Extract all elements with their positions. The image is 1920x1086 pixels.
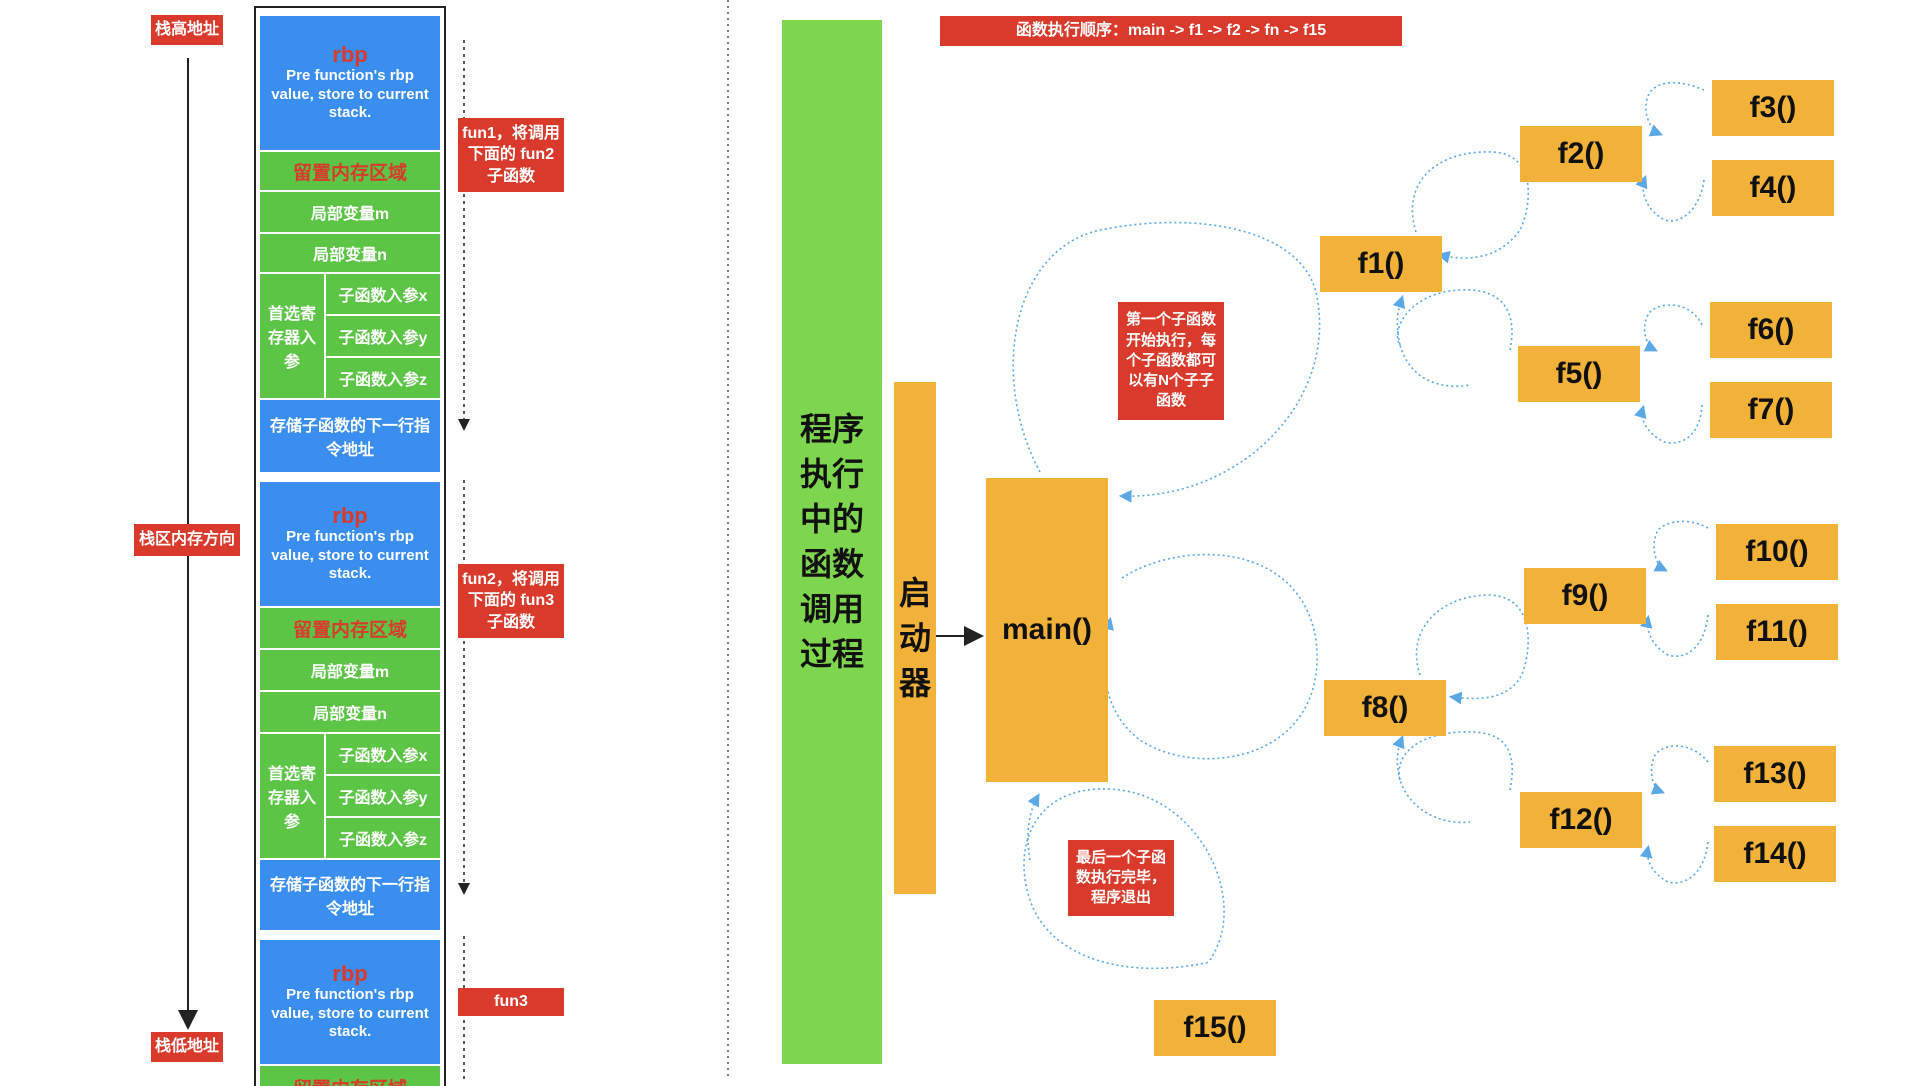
frame2-param-x: 子函数入参x — [326, 734, 440, 776]
f12-f13-loop — [1650, 745, 1709, 795]
function-f1: f1() — [1320, 236, 1442, 292]
frame2-local-var-n: 局部变量n — [260, 692, 440, 734]
stack-high-address-label: 栈高地址 — [151, 15, 223, 45]
frame2-register-params-label: 首选寄存器入参 — [260, 734, 326, 860]
function-f4: f4() — [1712, 160, 1834, 216]
frame1-param-z: 子函数入参z — [326, 358, 440, 400]
f15-return-arrow — [1027, 793, 1040, 861]
f12-f14-loop — [1639, 841, 1709, 884]
function-f5: f5() — [1518, 346, 1640, 402]
function-f12: f12() — [1520, 792, 1642, 848]
f5-f6-loop — [1643, 304, 1703, 352]
f5-f7-loop — [1634, 404, 1703, 444]
function-f3: f3() — [1712, 80, 1834, 136]
frame1-register-params-label: 首选寄存器入参 — [260, 274, 326, 400]
note-fun2: fun2，将调用下面的 fun3 子函数 — [458, 564, 564, 638]
stack-memory-column: rbp Pre function's rbp value, store to c… — [254, 6, 446, 1086]
f9-f11-loop — [1639, 614, 1709, 657]
function-f2: f2() — [1520, 126, 1642, 182]
frame2-rbp-title: rbp — [332, 502, 368, 528]
stack-direction-label: 栈区内存方向 — [134, 524, 240, 556]
function-f6: f6() — [1710, 302, 1832, 358]
frame1-rbp-block: rbp Pre function's rbp value, store to c… — [260, 16, 440, 152]
frame3-rbp-description: Pre function's rbp value, store to curre… — [271, 985, 429, 1041]
note-first-subfunction: 第一个子函数开始执行，每个子函数都可以有N个子子函数 — [1118, 302, 1224, 420]
f5-return-arrow — [1392, 294, 1406, 346]
note-fun1: fun1，将调用下面的 fun2 子函数 — [458, 118, 564, 192]
function-f14: f14() — [1714, 826, 1836, 882]
execution-order-banner: 函数执行顺序：main -> f1 -> f2 -> fn -> f15 — [940, 16, 1402, 46]
f9-f10-loop — [1653, 520, 1709, 572]
frame2-rbp-block: rbp Pre function's rbp value, store to c… — [260, 482, 440, 608]
stack-low-address-label: 栈低地址 — [151, 1032, 223, 1062]
f2-f4-loop — [1635, 175, 1705, 222]
frame1-local-var-m: 局部变量m — [260, 192, 440, 234]
frame3-rbp-title: rbp — [332, 960, 368, 986]
note-last-subfunction: 最后一个子函数执行完毕，程序退出 — [1068, 840, 1174, 916]
f1-f5-loop — [1396, 289, 1513, 387]
frame1-param-y: 子函数入参y — [326, 316, 440, 358]
frame2-reserved-area: 留置内存区域 — [260, 608, 440, 650]
main-f15-loop — [1023, 788, 1225, 970]
function-f10: f10() — [1716, 524, 1838, 580]
f2-f3-loop — [1645, 81, 1705, 137]
function-f9: f9() — [1524, 568, 1646, 624]
function-f11: f11() — [1716, 604, 1838, 660]
frame1-return-address: 存储子函数的下一行指令地址 — [260, 400, 440, 474]
main-function-box: main() — [986, 478, 1108, 782]
frame1-param-x: 子函数入参x — [326, 274, 440, 316]
main-f1-loop — [1012, 221, 1321, 503]
function-f8: f8() — [1324, 680, 1446, 736]
f8-f12-loop — [1398, 730, 1513, 824]
launcher-bar: 启动器 — [894, 382, 936, 894]
main-f8-loop — [1101, 553, 1318, 760]
frame2-param-z: 子函数入参z — [326, 818, 440, 860]
note-fun3: fun3 — [458, 988, 564, 1016]
process-title-bar: 程序执行中的函数调用过程 — [782, 20, 882, 1064]
frame2-return-address: 存储子函数的下一行指令地址 — [260, 860, 440, 932]
function-f15: f15() — [1154, 1000, 1276, 1056]
frame3-reserved-area: 留置内存区域 — [260, 1066, 440, 1086]
frame2-local-var-m: 局部变量m — [260, 650, 440, 692]
function-f7: f7() — [1710, 382, 1832, 438]
frame1-rbp-title: rbp — [332, 41, 368, 67]
f8-f9-loop — [1415, 594, 1529, 705]
frame1-reserved-area: 留置内存区域 — [260, 152, 440, 192]
frame1-local-var-n: 局部变量n — [260, 234, 440, 274]
frame1-rbp-description: Pre function's rbp value, store to curre… — [271, 66, 429, 122]
f1-f2-loop — [1411, 151, 1530, 264]
frame2-param-y: 子函数入参y — [326, 776, 440, 818]
function-f13: f13() — [1714, 746, 1836, 802]
frame3-rbp-block: rbp Pre function's rbp value, store to c… — [260, 940, 440, 1066]
frame2-rbp-description: Pre function's rbp value, store to curre… — [271, 527, 429, 583]
